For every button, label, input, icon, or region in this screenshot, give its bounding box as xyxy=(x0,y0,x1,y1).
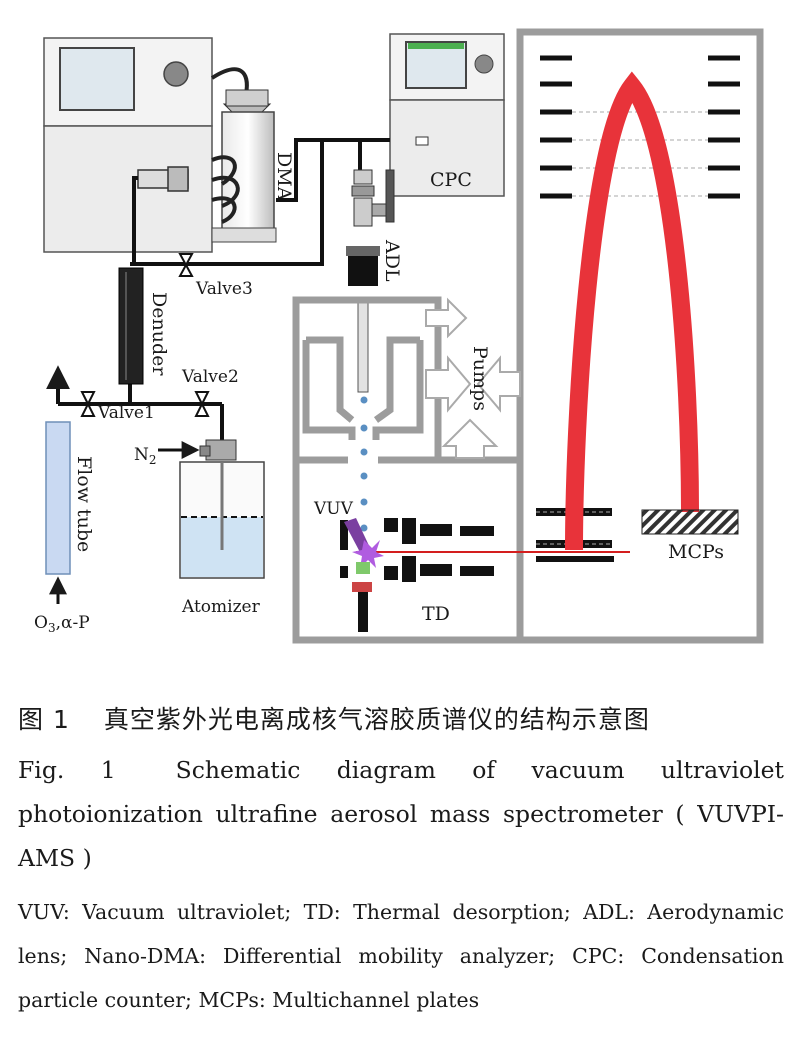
caption-chinese: 图 1 真空紫外光电离成核气溶胶质谱仪的结构示意图 xyxy=(18,700,784,736)
instrument-schematic: DMA CPC Denuder Valve3 Valve1 Valve2 xyxy=(34,28,764,644)
vuv-label: VUV xyxy=(313,499,354,519)
pumps-label: Pumps xyxy=(469,346,491,411)
caption-cn-label: 图 1 xyxy=(18,705,70,734)
flow-tube: Flow tube O3,α-P xyxy=(34,365,95,635)
n2-label: N2 xyxy=(134,445,157,467)
cpc-unit: CPC xyxy=(389,33,505,197)
valve2: Valve2 xyxy=(181,367,239,417)
adl-label: ADL xyxy=(381,239,403,282)
valve1: Valve1 xyxy=(80,391,155,423)
mcps: MCPs xyxy=(641,509,739,563)
caption-en-text: Schematic diagram of vacuum ultraviolet … xyxy=(18,756,784,872)
dma-label: DMA xyxy=(273,152,295,201)
ion-flight-path xyxy=(565,71,699,551)
valve1-label: Valve1 xyxy=(97,403,155,423)
ion-optics xyxy=(340,508,614,632)
flow-tube-label: Flow tube xyxy=(73,456,95,552)
valve3-label: Valve3 xyxy=(195,279,253,299)
caption-cn-text: 真空紫外光电离成核气溶胶质谱仪的结构示意图 xyxy=(103,705,650,734)
dma-controller xyxy=(43,37,213,253)
valve3: Valve3 xyxy=(178,253,253,299)
sample-lines xyxy=(58,138,390,440)
td-label: TD xyxy=(422,603,450,625)
particle-beam xyxy=(360,396,368,532)
o3-label: O3,α-P xyxy=(34,613,90,635)
cpc-label: CPC xyxy=(430,169,472,191)
denuder-label: Denuder xyxy=(148,292,170,376)
vuv-lamp: VUV xyxy=(313,499,384,574)
atomizer: N2 Atomizer xyxy=(134,439,265,617)
mcps-label: MCPs xyxy=(668,541,724,563)
reflectron xyxy=(536,55,740,545)
caption-en-label: Fig. 1 xyxy=(18,756,116,784)
caption-abbreviations: VUV: Vacuum ultraviolet; TD: Thermal des… xyxy=(18,900,784,1012)
atomizer-label: Atomizer xyxy=(181,597,261,617)
dma-column: DMA xyxy=(210,67,295,243)
pump-arrows: Pumps xyxy=(425,297,521,459)
valve2-label: Valve2 xyxy=(181,367,239,387)
adl: ADL xyxy=(346,169,403,393)
denuder: Denuder xyxy=(118,267,170,385)
